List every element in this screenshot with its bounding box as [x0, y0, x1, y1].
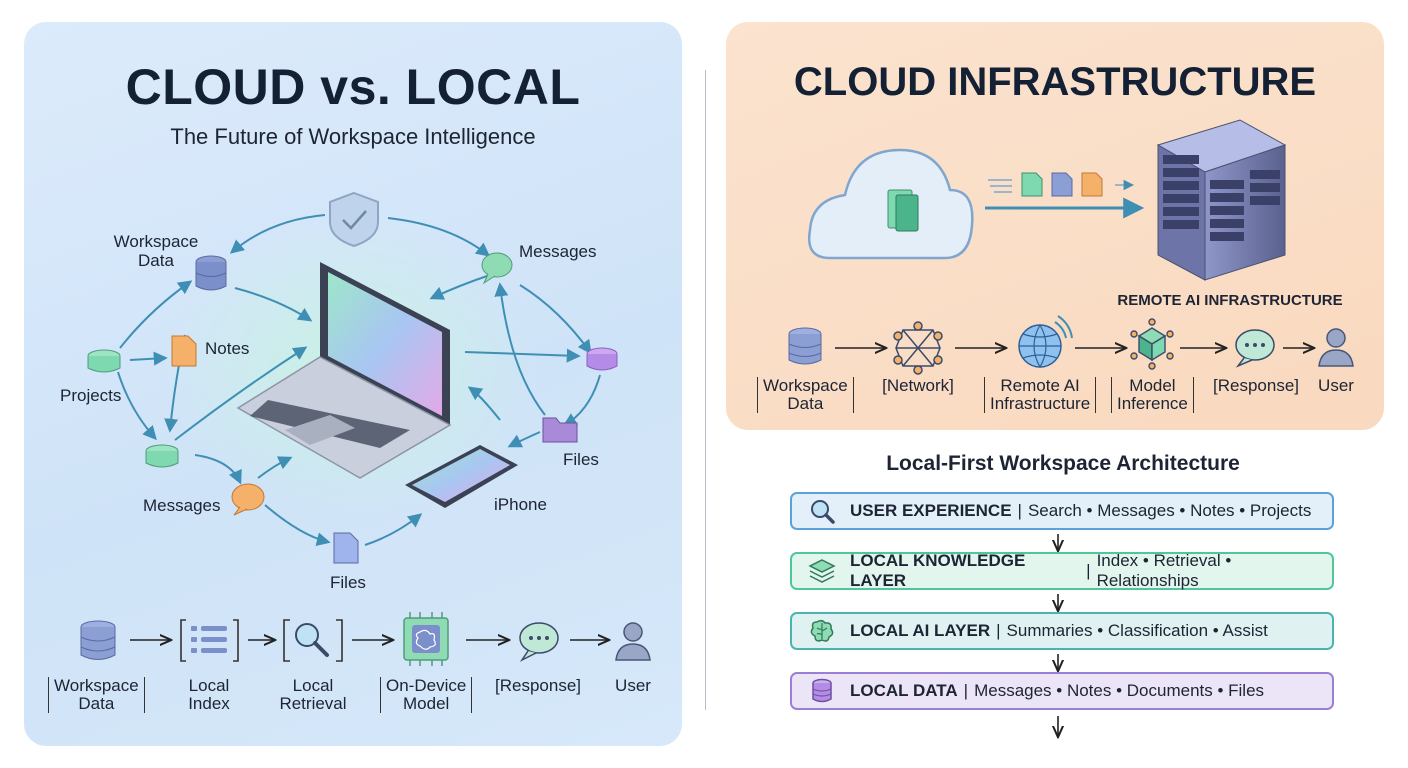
layer-items: Summaries • Classification • Assist — [1006, 621, 1268, 640]
architecture-title: Local-First Workspace Architecture — [886, 452, 1240, 475]
iphone-label: iPhone — [494, 495, 547, 514]
cloud-flow-model-inference-label: Model Inference — [1111, 377, 1194, 413]
server-rack-icon — [1156, 119, 1287, 281]
layers-stack-icon — [808, 559, 836, 583]
layer-items: Messages • Notes • Documents • Files — [974, 681, 1265, 700]
cloud-flow-user-label: User — [1318, 376, 1354, 395]
flow-workspace-data-label: Workspace Data — [48, 677, 145, 713]
messages-bottom-label: Messages — [143, 496, 221, 515]
messages-disk-icon — [145, 444, 179, 468]
layer-items: Index • Retrieval • Relationships — [1096, 551, 1232, 590]
page-title: CLOUD vs. LOCAL — [125, 59, 581, 115]
search-icon — [811, 500, 835, 524]
workspace-database-icon — [195, 255, 227, 291]
layer-local-knowledge: LOCAL KNOWLEDGE LAYER| Index • Retrieval… — [790, 551, 1334, 590]
cloud-icon — [807, 148, 974, 260]
flow-response-label: [Response] — [495, 676, 581, 695]
workspace-data-label: Workspace Data — [113, 232, 199, 270]
projects-disk-icon — [87, 349, 121, 373]
flow-chat-bubble-icon — [519, 622, 559, 662]
cloud-flow-remote-ai-label: Remote AI Infrastructure — [984, 377, 1097, 413]
layer-name: LOCAL DATA — [850, 681, 958, 700]
flow-magnifier-icon — [283, 619, 343, 662]
remote-ai-label: REMOTE AI INFRASTRUCTURE — [1117, 292, 1343, 309]
flow-index-icon — [180, 619, 239, 662]
files-bottom-label: Files — [330, 573, 366, 592]
layer-user-experience: USER EXPERIENCE| Search • Messages • Not… — [790, 492, 1334, 530]
messages-top-label: Messages — [519, 242, 597, 261]
cloud-infrastructure-title: CLOUD INFRASTRUCTURE — [793, 60, 1317, 104]
cloud-flow-chat-bubble-icon — [1235, 329, 1275, 368]
brain-icon — [810, 619, 834, 642]
flow-user-icon — [615, 622, 651, 661]
cloud-flow-user-icon — [1318, 328, 1354, 367]
iphone-icon — [405, 445, 518, 508]
page-subtitle: The Future of Workspace Intelligence — [170, 124, 536, 149]
database-icon — [812, 678, 832, 703]
flow-user-label: User — [615, 676, 651, 695]
cloud-flow-response-label: [Response] — [1213, 376, 1299, 395]
messages-chat-icon — [481, 252, 513, 285]
folder-icon — [542, 417, 578, 443]
layer-name: LOCAL AI LAYER — [850, 621, 991, 640]
flow-local-index-label: Local Index — [188, 676, 230, 713]
globe-icon — [1018, 315, 1073, 369]
orange-chat-icon — [231, 483, 265, 516]
flow-chip-icon — [403, 612, 449, 666]
shield-icon — [329, 191, 379, 248]
laptop-icon — [236, 262, 452, 479]
flow-database-icon — [80, 620, 116, 660]
files-document-icon — [333, 532, 359, 564]
flow-on-device-model-label: On-Device Model — [380, 677, 473, 713]
cloud-flow-database-icon — [788, 327, 822, 365]
layer-items: Search • Messages • Notes • Projects — [1027, 501, 1312, 520]
network-icon — [893, 321, 943, 375]
flow-local-retrieval-label: Local Retrieval — [279, 676, 347, 713]
notes-label: Notes — [205, 339, 250, 358]
data-transfer-arrow — [985, 172, 1145, 219]
layer-local-ai: LOCAL AI LAYER| Summaries • Classificati… — [790, 612, 1334, 650]
files-right-label: Files — [563, 450, 599, 469]
projects-label: Projects — [60, 386, 122, 405]
model-cube-icon — [1130, 318, 1174, 370]
storage-disk-icon — [586, 347, 618, 371]
cloud-flow-workspace-data-label: Workspace Data — [757, 377, 854, 413]
notes-file-icon — [171, 335, 197, 367]
layer-name: LOCAL KNOWLEDGE LAYER — [850, 551, 1026, 590]
layer-local-data: LOCAL DATA| Messages • Notes • Documents… — [790, 672, 1334, 710]
divider — [705, 70, 706, 710]
cloud-flow-network-label: [Network] — [882, 376, 954, 395]
layer-name: USER EXPERIENCE — [850, 501, 1012, 520]
